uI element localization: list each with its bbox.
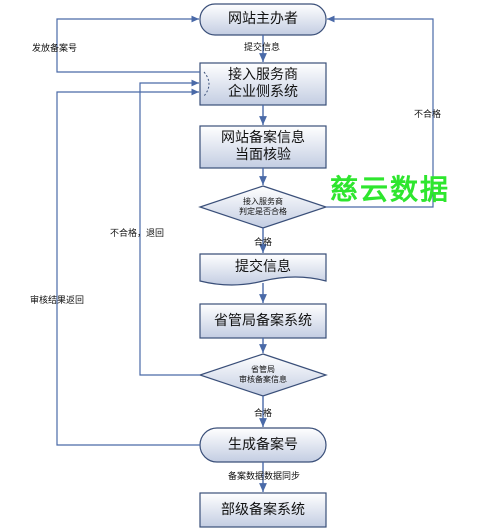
node-province: 省管局备案系统 — [214, 313, 312, 329]
edge-label-pass-2: 合格 — [254, 409, 273, 419]
node-submit-shape — [199, 253, 327, 286]
edge-issue-number — [56, 15, 200, 73]
edge-label-fail-right: 不合格 — [414, 110, 442, 120]
edge-review-return — [56, 88, 200, 446]
edge-label-issue-number: 发放备案号 — [32, 44, 78, 54]
edge-fail-right — [326, 15, 434, 208]
edge-isp-loop — [203, 71, 210, 97]
node-verify-shape — [199, 125, 327, 169]
node-submit: 提交信息 — [235, 259, 291, 275]
node-sponsor: 网站主办者 — [228, 11, 298, 27]
edge-label-sync: 备案数据数据同步 — [228, 472, 301, 482]
edge-label-fail-return: 不合格，退回 — [110, 229, 165, 239]
node-verify: 网站备案信息 当面核验 — [221, 130, 305, 163]
edge-label-submit-info: 提交信息 — [244, 43, 281, 53]
edge-label-review-return: 审核结果返回 — [30, 296, 85, 306]
node-isp: 接入服务商 企业侧系统 — [228, 67, 298, 100]
edge-fail-return — [139, 79, 200, 376]
node-province-review: 省管局 审核备案信息 — [239, 365, 287, 384]
edge-label-pass-1: 合格 — [254, 238, 273, 248]
node-ministry-shape — [199, 492, 327, 528]
node-gen-number: 生成备案号 — [228, 437, 298, 453]
node-province-shape — [199, 303, 327, 339]
node-ministry: 部级备案系统 — [221, 502, 305, 518]
node-isp-decide: 接入服务商 判定是否合格 — [239, 197, 287, 216]
watermark-text: 慈云数据 — [330, 173, 451, 206]
node-isp-shape — [199, 62, 327, 106]
